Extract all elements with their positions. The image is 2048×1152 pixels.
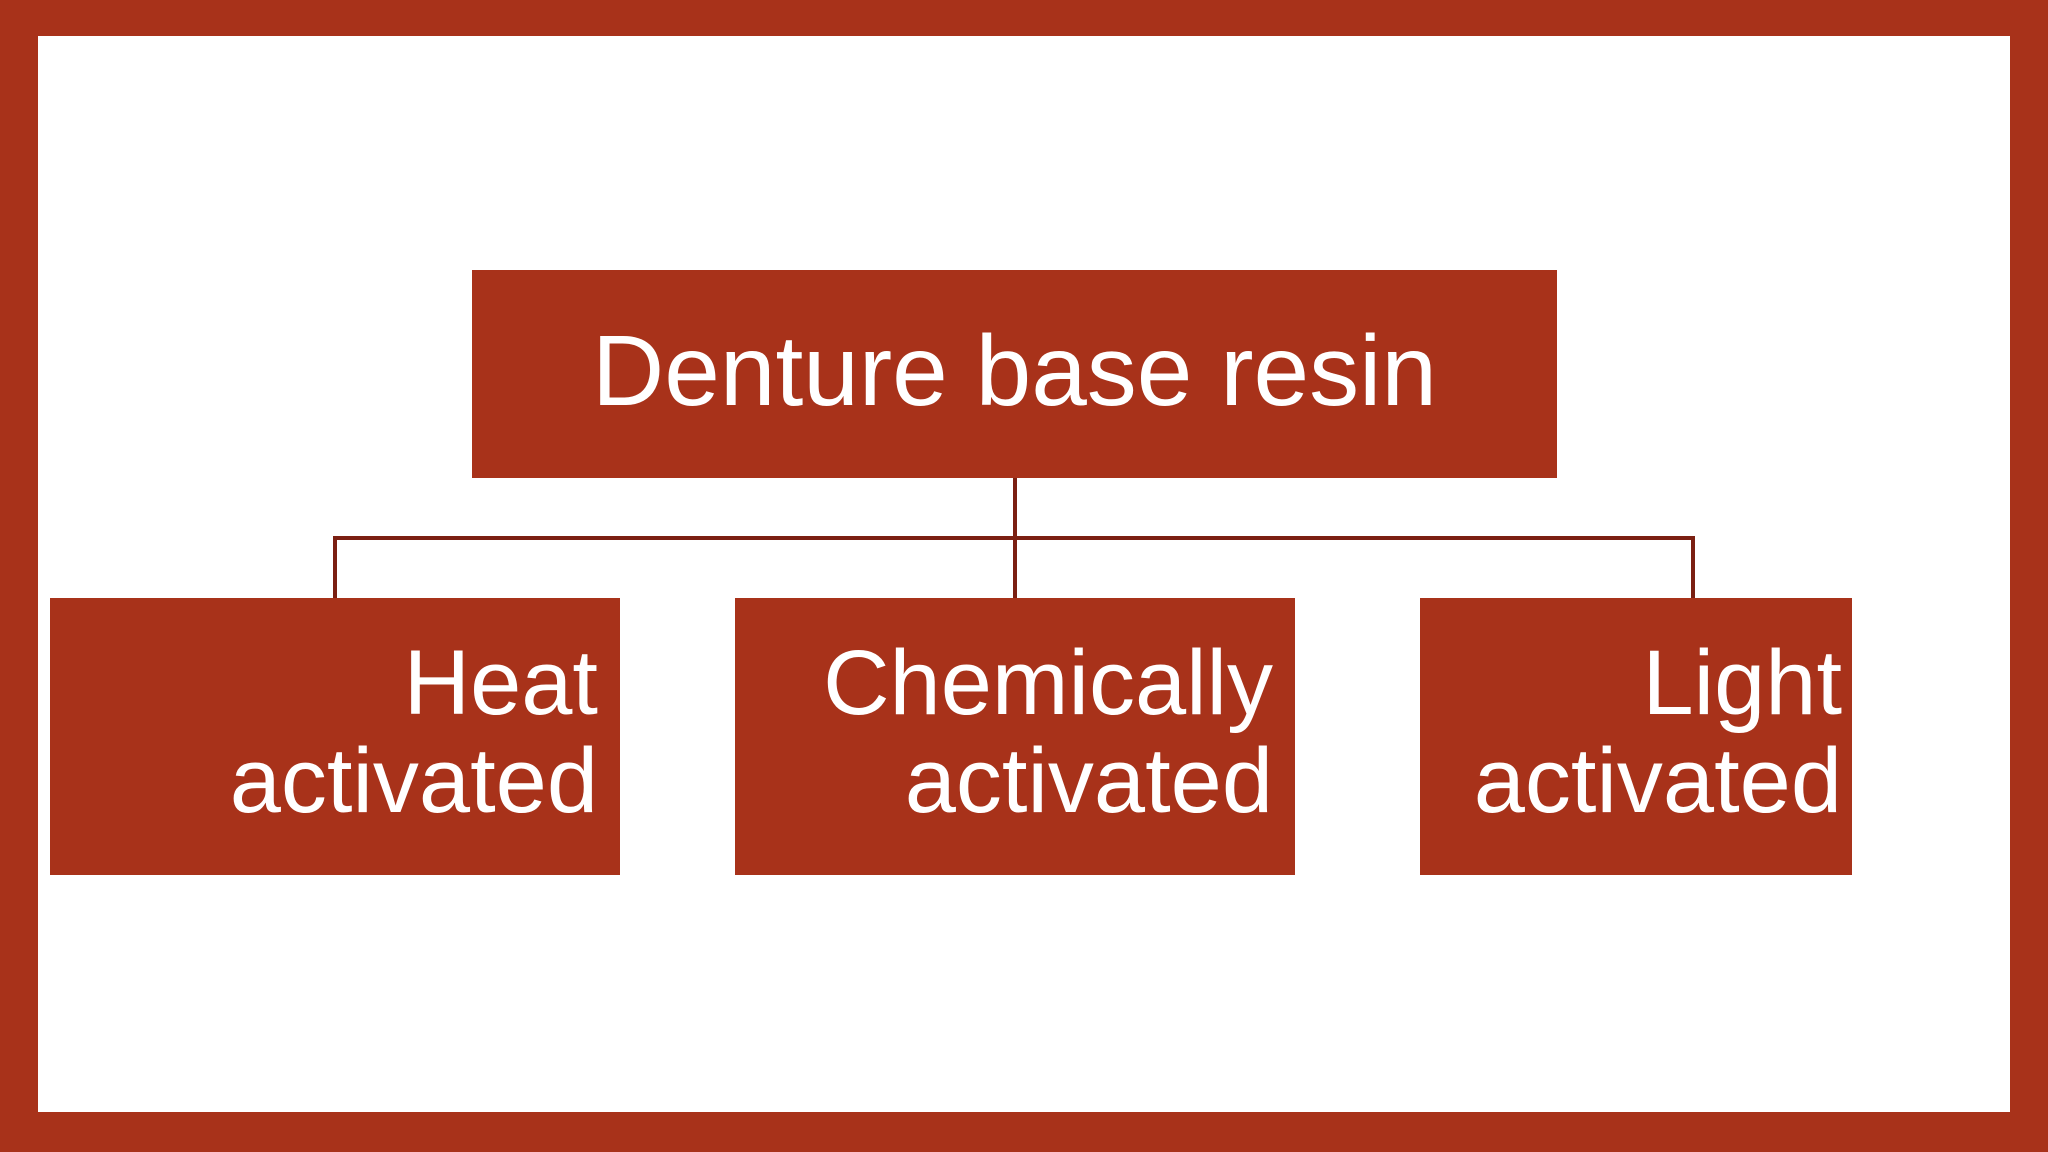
node-light-activated[interactable]: Light activated (1420, 598, 1852, 875)
node-heat-activated[interactable]: Heat activated (50, 598, 620, 875)
connector-root-stem (1013, 478, 1017, 540)
node-chemically-activated-label: Chemically activated (823, 631, 1273, 832)
node-root-label: Denture base resin (592, 315, 1437, 427)
connector-drop-light (1691, 536, 1695, 598)
node-chemically-activated[interactable]: Chemically activated (735, 598, 1295, 875)
connector-drop-chemically (1013, 536, 1017, 598)
node-denture-base-resin[interactable]: Denture base resin (472, 270, 1557, 478)
node-heat-activated-label: Heat activated (229, 631, 598, 832)
node-light-activated-label: Light activated (1473, 631, 1842, 832)
connector-drop-heat (333, 536, 337, 598)
frame-inner-area (38, 36, 2010, 1112)
